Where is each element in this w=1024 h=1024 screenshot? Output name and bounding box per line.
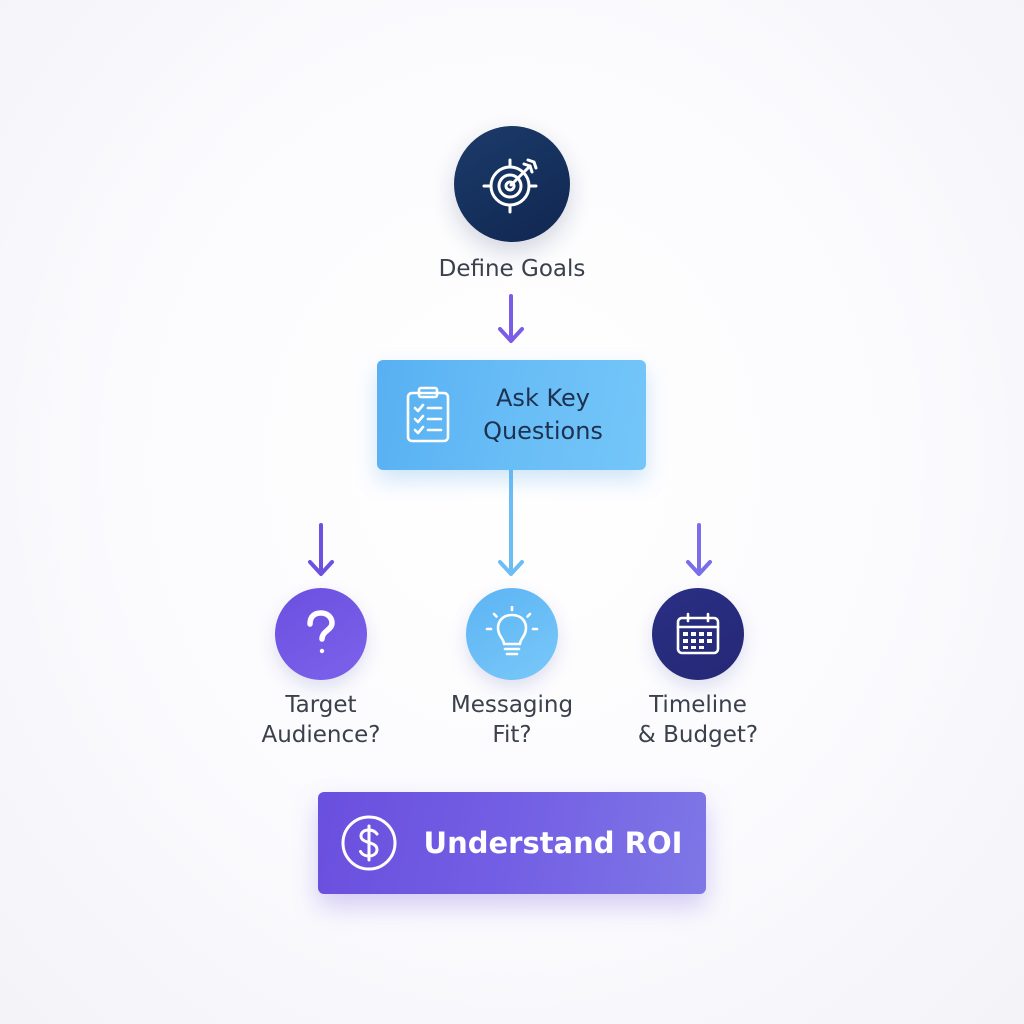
define-goals-label: Define Goals xyxy=(438,256,586,282)
ask-key-questions-line2: Questions xyxy=(483,417,603,445)
target-audience-line1: Target xyxy=(285,692,357,718)
target-audience-label: Target Audience? xyxy=(211,690,431,750)
dollar-icon xyxy=(341,815,397,871)
target-audience-line2: Audience? xyxy=(261,722,381,748)
understand-roi-node: Understand ROI xyxy=(318,792,706,894)
messaging-fit-line2: Fit? xyxy=(492,722,532,748)
target-icon xyxy=(482,158,538,214)
arrow-goals-to-questions xyxy=(498,294,524,343)
timeline-budget-label: Timeline & Budget? xyxy=(588,690,808,750)
clipboard-checklist-icon xyxy=(406,386,450,443)
messaging-fit-line1: Messaging xyxy=(450,692,574,718)
ask-key-questions-line1: Ask Key xyxy=(496,384,590,412)
arrow-to-target-audience xyxy=(308,523,334,576)
timeline-budget-node xyxy=(652,588,744,680)
target-audience-node xyxy=(275,588,367,680)
arrow-to-timeline-budget xyxy=(686,523,712,576)
ask-key-questions-node: Ask Key Questions xyxy=(377,360,646,470)
understand-roi-label: Understand ROI xyxy=(423,826,683,860)
messaging-fit-label: Messaging Fit? xyxy=(402,690,622,750)
question-icon xyxy=(307,610,335,654)
ask-key-questions-label: Ask Key Questions xyxy=(473,382,613,448)
define-goals-node xyxy=(454,126,570,242)
timeline-budget-line1: Timeline xyxy=(649,692,747,718)
timeline-budget-line2: & Budget? xyxy=(637,722,759,748)
calendar-icon xyxy=(676,612,720,655)
arrow-to-messaging-fit xyxy=(498,560,524,576)
messaging-fit-node xyxy=(466,588,558,680)
lightbulb-icon xyxy=(485,606,539,656)
